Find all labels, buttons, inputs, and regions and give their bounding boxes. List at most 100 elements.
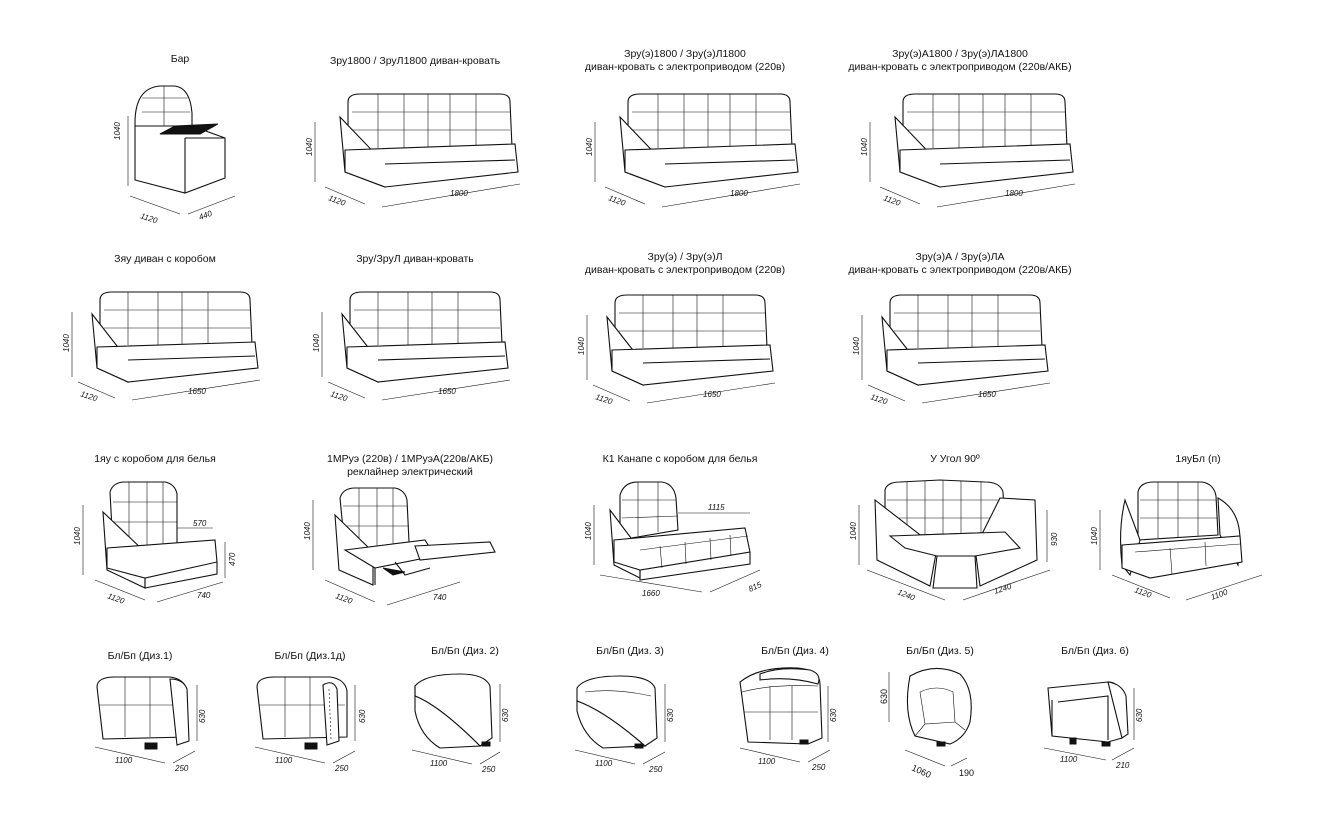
width-label: 1100	[1060, 755, 1078, 764]
module-title: Бл/Бп (Диз.1)	[107, 650, 173, 662]
module-mru: 1МРуэ (220в) / 1МРуэА(220в/АКБ) реклайне…	[295, 448, 525, 628]
title-line-2: диван-кровать с электроприводом (220в/АК…	[848, 264, 1072, 276]
width-label: 1060	[910, 763, 932, 780]
module-title: Бар	[170, 53, 190, 65]
module-drawing: 1040 1120 740	[303, 487, 496, 606]
module-drawing: 1040 1120 1650	[312, 291, 511, 403]
module-drawing: 630 630 1100 250	[94, 676, 207, 773]
seat-height-label: 470	[228, 552, 237, 566]
module-drawing: 630 1100 250	[739, 667, 838, 772]
height-label-2: 630	[198, 709, 207, 723]
depth-label: 1120	[869, 392, 889, 406]
module-title: Зяу диван с коробом	[114, 253, 216, 265]
width-label: 1100	[758, 757, 776, 766]
module-drawing: 1040 1120 440	[113, 85, 236, 225]
width-label: 1650	[978, 390, 996, 399]
module-drawing: 1040 1120 1800	[860, 93, 1076, 208]
module-title: 1яуБл (п)	[1175, 453, 1221, 465]
width-label: 1800	[1005, 189, 1023, 198]
height-label: 630	[829, 708, 838, 722]
module-drawing: 630 1100 250	[574, 675, 675, 774]
module-yubl: 1яуБл (п) 1040 1120 1100	[1090, 448, 1270, 628]
height-label: 1040	[584, 522, 593, 540]
module-drawing: 1040 1120 1100	[1090, 481, 1263, 602]
depth-label: 250	[811, 763, 826, 772]
depth-label: 1120	[327, 193, 347, 208]
right-label: 1240	[993, 582, 1013, 596]
width-label: 740	[433, 593, 447, 602]
height-label: 1040	[305, 138, 314, 156]
depth-label: 250	[481, 765, 496, 774]
width-label: 1650	[188, 387, 206, 396]
height-label: 1040	[303, 522, 312, 540]
depth-label: 1120	[882, 193, 902, 208]
module-drawing: 1040 570 470 1120 740	[73, 481, 237, 606]
depth-label: 1120	[1133, 585, 1153, 600]
module-armrest-d6: Бл/Бп (Диз. 6) 630 1100 210	[1030, 640, 1160, 820]
module-title: 1МРуэ (220в) / 1МРуэА(220в/АКБ) реклайне…	[295, 453, 525, 479]
height-label: 1040	[585, 138, 594, 156]
width-label: 1100	[430, 759, 448, 768]
width-label: 1100	[275, 756, 293, 765]
depth-label: 1120	[594, 392, 614, 406]
width-label: 1800	[730, 189, 748, 198]
module-title: Бл/Бп (Диз.1д)	[274, 650, 346, 662]
height-label: 630	[501, 708, 510, 722]
title-line-2: реклайнер электрический	[347, 466, 473, 478]
module-zrue1800: Зру(э)1800 / Зру(э)Л1800 диван-кровать с…	[570, 45, 801, 225]
module-corner: У Угол 90º 1040 930 1240 1240	[845, 448, 1065, 628]
module-yu1: 1яу с коробом для белья 1040 570 470 112…	[65, 448, 245, 628]
width-label: 740	[197, 591, 211, 600]
height-label: 1040	[1090, 527, 1099, 545]
height-label: 630	[666, 708, 675, 722]
module-drawing: 1040 1120 1800	[305, 93, 521, 208]
module-title: 1яу с коробом для белья	[94, 453, 216, 465]
module-drawing: 1040 930 1240 1240	[849, 479, 1059, 603]
module-zru1800: Зру1800 / ЗруЛ1800 диван-кровать 1040 11…	[300, 50, 530, 230]
height-label: 630	[358, 709, 367, 723]
module-armrest-d5: Бл/Бп (Диз. 5) 630 1060 190	[875, 640, 1005, 820]
left-label: 1240	[896, 588, 916, 603]
height-label: 630	[879, 689, 889, 704]
module-drawing: 1040 1120 1800	[585, 93, 801, 208]
length-label: 1660	[642, 589, 660, 598]
module-title: Зру(э) / Зру(э)Л диван-кровать с электро…	[570, 251, 800, 277]
depth-label: 210	[1115, 761, 1130, 770]
width-label: 1100	[115, 756, 133, 765]
module-title: Бл/Бп (Диз. 6)	[1061, 645, 1129, 657]
depth-label: 1120	[607, 193, 627, 208]
module-drawing: 630 1100 210	[1043, 681, 1144, 770]
height-label: 1040	[62, 334, 71, 352]
height-label: 1040	[113, 122, 122, 140]
height-label: 1040	[312, 334, 321, 352]
module-title: Зру(э)1800 / Зру(э)Л1800 диван-кровать с…	[570, 48, 800, 74]
module-armrest-d4: Бл/Бп (Диз. 4) 630 1100 250	[730, 640, 860, 820]
seat-depth-label: 570	[193, 519, 207, 528]
depth-label: 1120	[334, 591, 354, 606]
depth-label: 250	[334, 764, 349, 773]
height-label: 1040	[577, 337, 586, 355]
depth-label: 190	[959, 768, 974, 778]
module-drawing: 1040 1120 1650	[577, 294, 776, 406]
title-line-1: Зру(э)1800 / Зру(э)Л1800	[624, 48, 746, 60]
depth-label: 1120	[139, 211, 159, 225]
width-label: 1650	[438, 387, 456, 396]
module-armrest-d3: Бл/Бп (Диз. 3) 630 1100 250	[565, 640, 695, 820]
module-drawing: 630 1100 250	[411, 673, 510, 774]
width-label: 440	[198, 209, 214, 222]
height-label: 630	[1135, 708, 1144, 722]
module-armrest-d1: Бл/Бп (Диз.1) 630 630 1100 250	[75, 645, 207, 825]
height-label: 1040	[73, 527, 82, 545]
title-line-1: 1МРуэ (220в) / 1МРуэА(220в/АКБ)	[327, 453, 493, 465]
depth-label: 1120	[79, 389, 99, 403]
module-bar: Бар 1040 1120 440	[80, 50, 280, 230]
width-label: 1100	[595, 759, 613, 768]
module-title: Бл/Бп (Диз. 2)	[431, 645, 499, 657]
depth-label: 1120	[106, 591, 126, 606]
module-title: Зру(э)А / Зру(э)ЛА диван-кровать с элект…	[840, 251, 1080, 277]
module-title: Зру/ЗруЛ диван-кровать	[356, 253, 474, 265]
module-title: Зру1800 / ЗруЛ1800 диван-кровать	[329, 55, 501, 67]
height-label: 1040	[860, 138, 869, 156]
module-zrueA: Зру(э)А / Зру(э)ЛА диван-кровать с элект…	[840, 245, 1080, 425]
title-line-2: диван-кровать с электроприводом (220в)	[584, 264, 786, 276]
